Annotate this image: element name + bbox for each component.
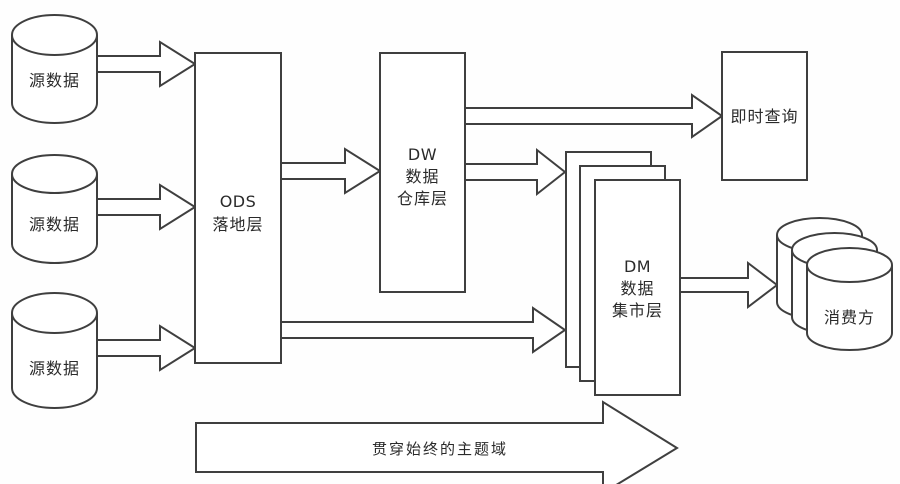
- arrow-ods-to-dm: [280, 306, 567, 354]
- ods-box: [194, 52, 282, 364]
- cylinder-rim: [11, 173, 98, 194]
- node-label-line: DM: [624, 257, 651, 276]
- node-dw-layer: DW 数据 仓库层: [379, 52, 466, 293]
- arrow-ods-to-dw: [280, 147, 382, 195]
- arrow-source2-to-ods: [96, 183, 197, 231]
- node-label: 源数据: [29, 71, 80, 90]
- node-label: 消费方: [824, 308, 875, 327]
- cylinder-body: [11, 292, 98, 409]
- cylinder-body: [11, 154, 98, 264]
- node-label: 源数据: [29, 359, 80, 378]
- node-label: 源数据: [29, 215, 80, 234]
- node-source-data-2: 源数据: [11, 154, 98, 264]
- arrow-dw-to-dm: [464, 147, 567, 197]
- cylinder-rim: [11, 312, 98, 334]
- node-label-line: DW: [408, 145, 437, 164]
- instant-query-box: [721, 51, 808, 181]
- node-label-line: 落地层: [212, 215, 263, 234]
- node-source-data-1: 源数据: [11, 14, 98, 124]
- dw-box: [379, 52, 466, 293]
- arrow-source3-to-ods: [96, 324, 197, 372]
- node-source-data-3: 源数据: [11, 292, 98, 409]
- node-label-line: 数据: [620, 279, 654, 298]
- cylinder-body: [11, 14, 98, 124]
- banner-arrow: [195, 400, 679, 484]
- node-ods-layer: ODS 落地层: [194, 52, 282, 364]
- arrow-dm-to-consumer: [679, 260, 779, 310]
- node-label: 即时查询: [730, 107, 798, 126]
- node-consumer: 消费方: [776, 217, 893, 351]
- node-label-line: 集市层: [612, 301, 663, 320]
- cylinder-rim-front: [806, 264, 893, 283]
- node-label-line: 数据: [405, 167, 439, 186]
- cylinder-rim: [11, 34, 98, 56]
- arrow-source1-to-ods: [96, 40, 197, 88]
- node-label-line: 仓库层: [397, 189, 448, 208]
- node-instant-query: 即时查询: [721, 51, 808, 181]
- node-label-line: ODS: [220, 192, 257, 211]
- arrow-dw-to-instant-query: [464, 93, 724, 139]
- cylinder-body-front: [806, 247, 893, 351]
- subject-domain-banner: 贯穿始终的主题域: [195, 400, 679, 484]
- dm-box-front: [594, 179, 681, 396]
- banner-label: 贯穿始终的主题域: [372, 440, 508, 458]
- node-dm-layer: DM 数据 集市层: [565, 151, 681, 396]
